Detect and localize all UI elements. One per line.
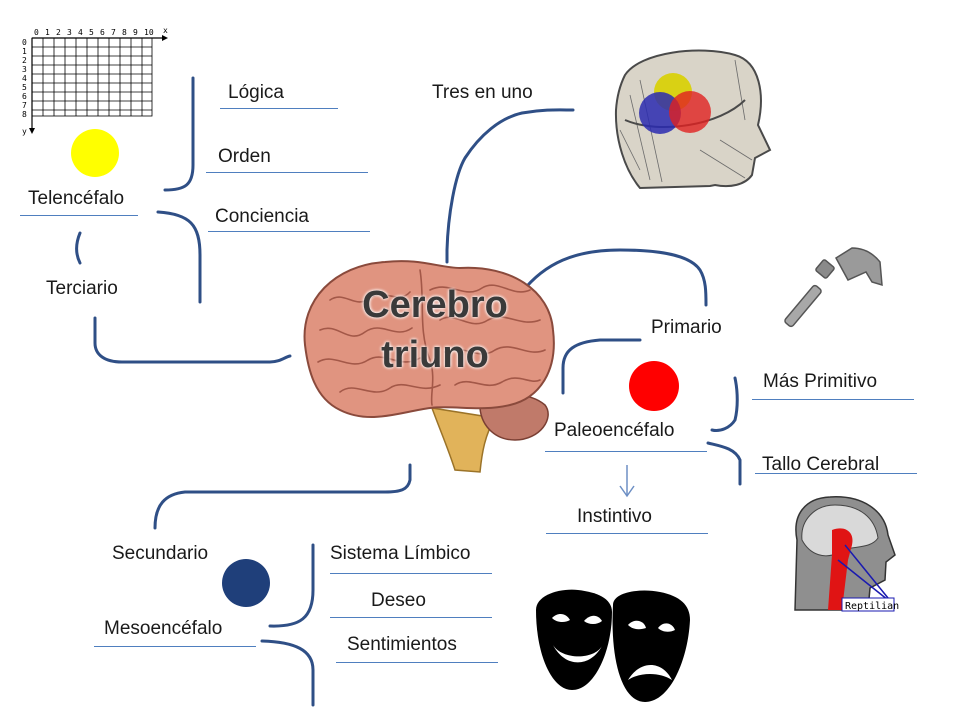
paleoencefalo-label: Paleoencéfalo — [554, 420, 675, 441]
underline-logica — [220, 108, 338, 109]
mesoencefalo-label: Mesoencéfalo — [104, 618, 223, 639]
primario-label: Primario — [651, 317, 722, 338]
y-tick-label: 4 — [22, 74, 27, 83]
theater-masks-icon — [536, 589, 690, 702]
connector-terciario-brain — [93, 316, 292, 364]
connector-tres-en-uno — [445, 108, 575, 264]
x-tick-label: 8 — [122, 28, 127, 37]
hammer-icon — [784, 247, 883, 328]
underline-conciencia — [208, 231, 370, 232]
underline-tallo-cerebral — [755, 473, 917, 474]
trait-sentimientos: Sentimientos — [347, 634, 457, 655]
x-tick-label: 4 — [78, 28, 83, 37]
yellow-dot-icon — [71, 129, 119, 177]
y-tick-label: 2 — [22, 56, 27, 65]
trait-tallo-cerebral: Tallo Cerebral — [762, 454, 880, 475]
instintivo-label: Instintivo — [577, 506, 652, 527]
x-tick-label: 3 — [67, 28, 72, 37]
x-tick-label: 5 — [89, 28, 94, 37]
underline-mas-primitivo — [752, 399, 914, 400]
y-tick-label: 3 — [22, 65, 27, 74]
underline-orden — [206, 172, 368, 173]
y-tick-label: 0 — [22, 38, 27, 47]
underline-sentimientos — [336, 662, 498, 663]
underline-telencefalo — [20, 215, 138, 216]
reptilian-label: Reptilian — [845, 601, 899, 612]
connector-meso-upper — [268, 543, 315, 628]
x-tick-label: 10 — [144, 28, 154, 37]
underline-paleoencefalo — [545, 451, 707, 452]
x-tick-label: 1 — [45, 28, 50, 37]
trait-orden: Orden — [218, 146, 271, 167]
terciario-label: Terciario — [46, 278, 118, 299]
head-venn-icon — [614, 49, 772, 190]
y-tick-label: 5 — [22, 83, 27, 92]
connector-telencefalo-terciario — [75, 231, 82, 265]
x-tick-label: 9 — [133, 28, 138, 37]
underline-mesoencefalo — [94, 646, 256, 647]
trait-logica: Lógica — [228, 82, 284, 103]
connector-primario-paleo — [561, 338, 642, 395]
trait-deseo: Deseo — [371, 590, 426, 611]
red-dot-icon — [629, 361, 679, 411]
y-tick-label: 1 — [22, 47, 27, 56]
connector-paleo-lower — [706, 441, 742, 486]
connector-meso-lower — [260, 639, 315, 707]
y-tick-label: 6 — [22, 92, 27, 101]
underline-instintivo — [546, 533, 708, 534]
y-tick-label: 7 — [22, 101, 27, 110]
x-tick-label: 2 — [56, 28, 61, 37]
diagram-title: Cerebro triuno — [330, 280, 540, 380]
connector-paleo-upper — [710, 376, 739, 432]
x-tick-label: 0 — [34, 28, 39, 37]
underline-sistema-limbico — [330, 573, 492, 574]
trait-sistema-limbico: Sistema Límbico — [330, 543, 471, 564]
y-tick-label: 8 — [22, 110, 27, 119]
navy-dot-icon — [222, 559, 270, 607]
connector-telencefalo-upper — [163, 76, 195, 192]
brain-illustration — [303, 260, 555, 473]
axis-x-label: x — [163, 26, 168, 35]
x-tick-label: 6 — [100, 28, 105, 37]
down-arrow-icon — [619, 465, 635, 498]
tres-en-uno-label: Tres en uno — [432, 82, 533, 103]
connector-brain-secundario — [153, 463, 412, 530]
x-tick-label: 7 — [111, 28, 116, 37]
title-line-1: Cerebro — [362, 284, 508, 326]
connector-telencefalo-lower — [156, 210, 202, 304]
connector-primario — [520, 248, 708, 307]
title-line-2: triuno — [381, 334, 489, 376]
head-brainstem-icon: Reptilian — [794, 496, 899, 612]
trait-conciencia: Conciencia — [215, 206, 309, 227]
axis-y-label: y — [22, 127, 27, 136]
connector-lines — [75, 76, 742, 707]
telencefalo-label: Telencéfalo — [28, 188, 125, 209]
underline-deseo — [330, 617, 492, 618]
trait-mas-primitivo: Más Primitivo — [763, 371, 878, 392]
secundario-label: Secundario — [112, 543, 209, 564]
